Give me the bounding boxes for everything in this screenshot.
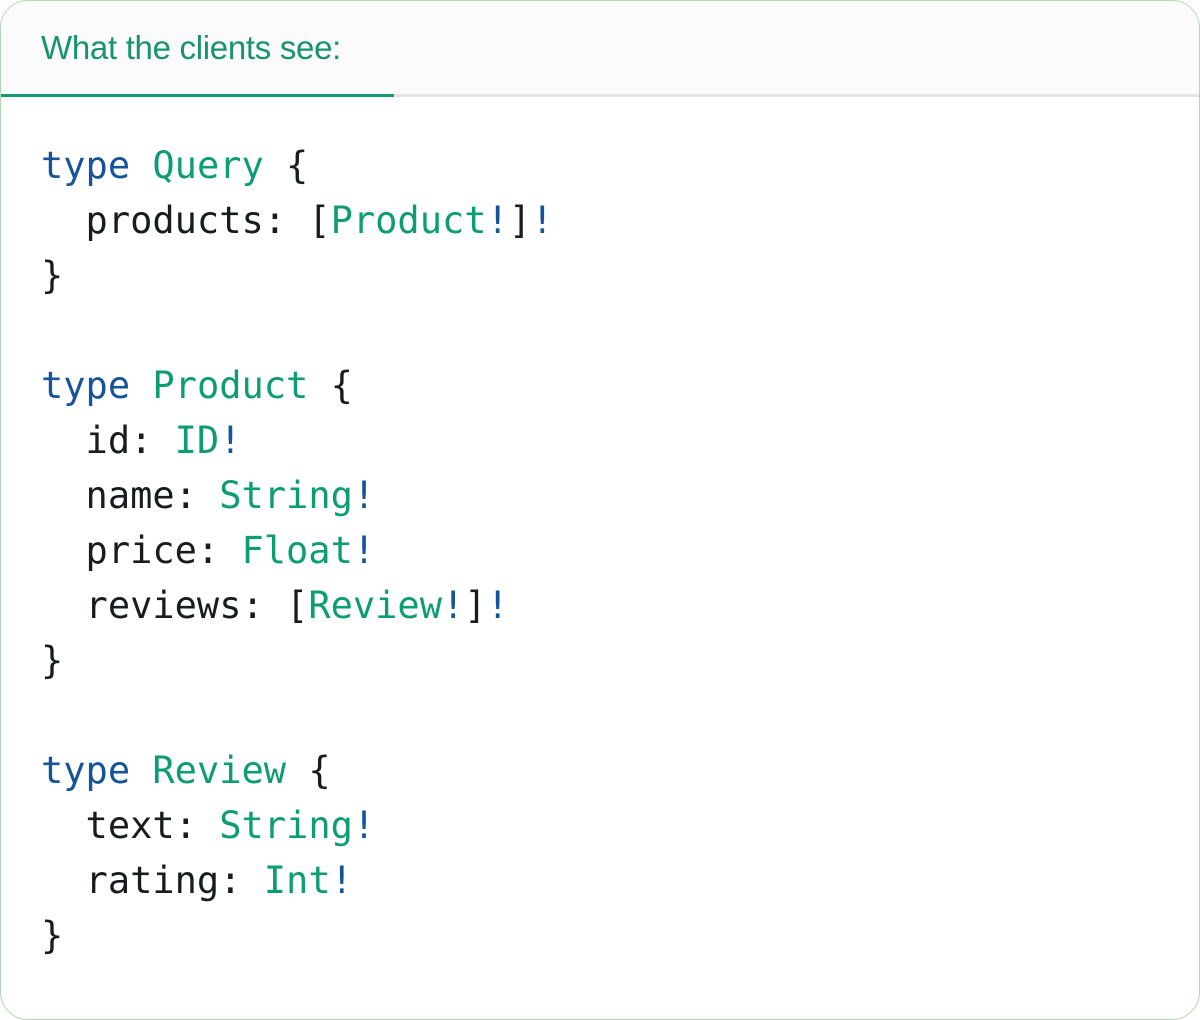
tab-bar: What the clients see: bbox=[1, 1, 1199, 97]
code-token: Product bbox=[330, 199, 487, 242]
code-token: type bbox=[41, 364, 131, 407]
code-token: String bbox=[219, 804, 353, 847]
code-line bbox=[41, 303, 1159, 358]
tab-what-clients-see[interactable]: What the clients see: bbox=[1, 1, 394, 97]
code-token: id: bbox=[41, 419, 175, 462]
code-token: { bbox=[286, 749, 331, 792]
code-line: type Query { bbox=[41, 138, 1159, 193]
code-block: type Query { products: [Product!]!} type… bbox=[1, 97, 1199, 963]
code-token: type bbox=[41, 749, 131, 792]
code-line: products: [Product!]! bbox=[41, 193, 1159, 248]
code-token: ID bbox=[174, 419, 220, 462]
code-token: Review bbox=[308, 584, 442, 627]
code-token: } bbox=[41, 639, 64, 682]
code-token: reviews: [ bbox=[41, 584, 309, 627]
code-token: String bbox=[219, 474, 353, 517]
code-line: reviews: [Review!]! bbox=[41, 578, 1159, 633]
code-token: ! bbox=[219, 419, 242, 462]
code-token: ] bbox=[464, 584, 487, 627]
code-token bbox=[130, 364, 152, 407]
code-token: ! bbox=[486, 199, 509, 242]
code-token: ] bbox=[508, 199, 532, 242]
code-token: } bbox=[41, 254, 64, 297]
code-token: ! bbox=[486, 584, 509, 627]
code-line: type Product { bbox=[41, 358, 1159, 413]
code-token: name: bbox=[41, 474, 220, 517]
code-token: products: [ bbox=[41, 199, 331, 242]
code-token: text: bbox=[41, 804, 220, 847]
code-token: { bbox=[263, 144, 309, 187]
code-line: } bbox=[41, 908, 1159, 963]
code-token bbox=[130, 749, 152, 792]
code-token: Review bbox=[152, 749, 287, 792]
code-line bbox=[41, 688, 1159, 743]
code-token: { bbox=[308, 364, 353, 407]
code-token: Query bbox=[152, 144, 264, 187]
code-token: type bbox=[41, 144, 131, 187]
code-line: id: ID! bbox=[41, 413, 1159, 468]
code-token: price: bbox=[41, 529, 242, 572]
code-token: ! bbox=[531, 199, 554, 242]
tab-label: What the clients see: bbox=[41, 28, 342, 66]
code-token: ! bbox=[441, 584, 465, 627]
code-token: ! bbox=[330, 859, 353, 902]
code-token: ! bbox=[352, 474, 376, 517]
code-line: type Review { bbox=[41, 743, 1159, 798]
code-token: Product bbox=[152, 364, 309, 407]
code-token bbox=[130, 144, 152, 187]
code-line: text: String! bbox=[41, 798, 1159, 853]
code-line: price: Float! bbox=[41, 523, 1159, 578]
code-token: Float bbox=[241, 529, 353, 572]
code-token: } bbox=[41, 914, 64, 957]
code-token: ! bbox=[352, 529, 376, 572]
code-token: ! bbox=[352, 804, 376, 847]
code-token: Int bbox=[263, 859, 331, 902]
code-line: } bbox=[41, 248, 1159, 303]
code-line: } bbox=[41, 633, 1159, 688]
code-line: rating: Int! bbox=[41, 853, 1159, 908]
code-line: name: String! bbox=[41, 468, 1159, 523]
code-token: rating: bbox=[41, 859, 264, 902]
